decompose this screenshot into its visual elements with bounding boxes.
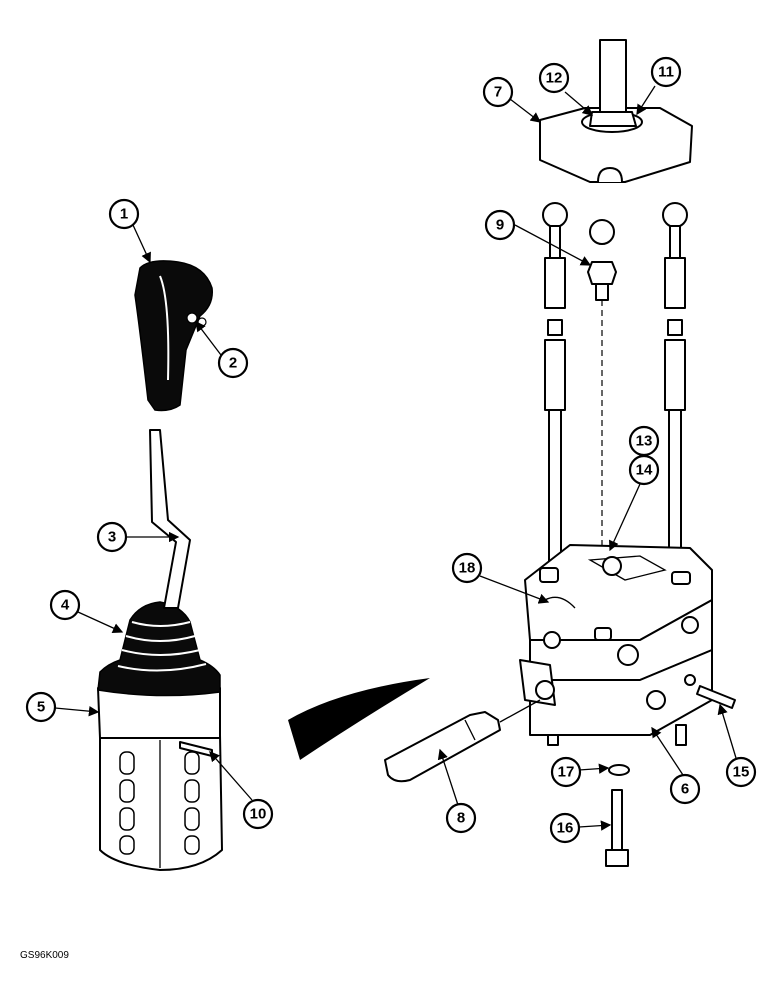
svg-text:18: 18 [459,560,476,577]
valve-assembly [384,39,736,867]
callout-14: 14 [628,454,660,486]
svg-text:14: 14 [636,462,653,479]
joystick-assembly [97,260,223,871]
svg-text:15: 15 [733,764,750,781]
callout-2: 2 [217,347,249,379]
svg-text:16: 16 [557,820,574,837]
callout-12: 12 [538,62,570,94]
svg-text:5: 5 [37,699,45,716]
callout-1: 1 [108,198,140,230]
callout-9: 9 [484,209,516,241]
callout-3: 3 [96,521,128,553]
svg-text:4: 4 [61,597,70,614]
svg-text:3: 3 [108,529,116,546]
callout-7: 7 [482,76,514,108]
base-slots [119,751,200,855]
svg-text:8: 8 [457,810,465,827]
svg-text:17: 17 [558,764,575,781]
svg-text:12: 12 [546,70,563,87]
callout-16: 16 [549,812,581,844]
svg-text:2: 2 [229,355,237,372]
callout-4: 4 [49,589,81,621]
callout-13: 13 [628,425,660,457]
callout-5: 5 [25,691,57,723]
svg-text:6: 6 [681,781,689,798]
assembly-direction-arrow [288,678,430,760]
svg-text:13: 13 [636,433,653,450]
svg-text:9: 9 [496,217,504,234]
svg-text:7: 7 [494,84,502,101]
callout-10: 10 [242,798,274,830]
svg-text:1: 1 [120,206,128,223]
svg-text:11: 11 [658,64,674,81]
callout-11: 11 [650,56,682,88]
leader-lines [54,85,737,831]
svg-text:10: 10 [250,806,267,823]
callout-15: 15 [725,756,757,788]
callout-18: 18 [451,552,483,584]
callout-17: 17 [550,756,582,788]
callout-6: 6 [669,773,701,805]
figure-code: GS96K009 [20,950,69,961]
callout-8: 8 [445,802,477,834]
